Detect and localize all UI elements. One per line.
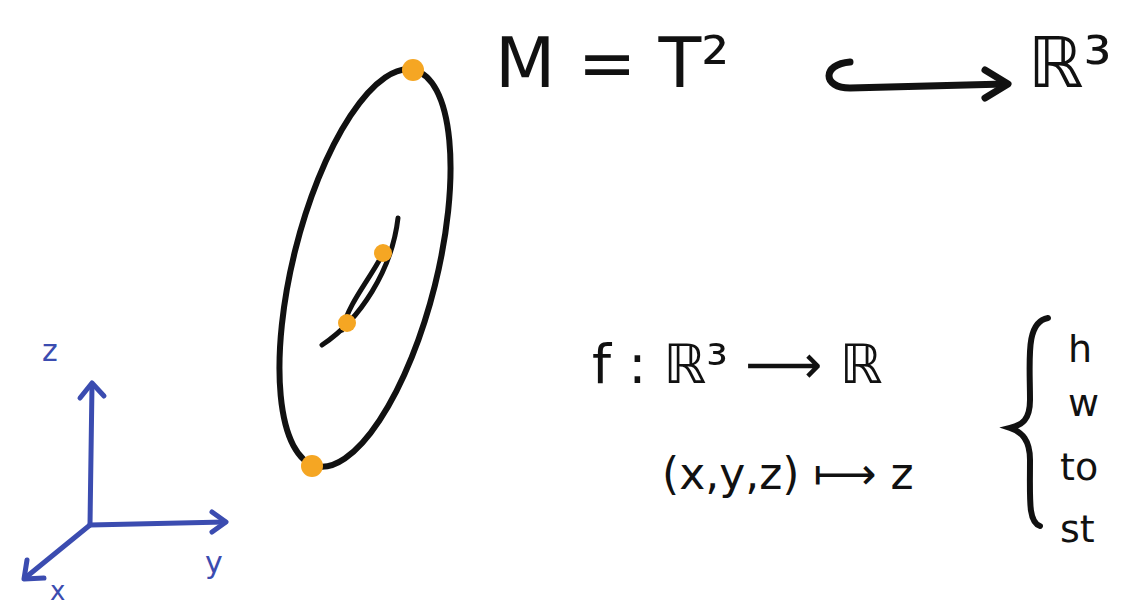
critical-point — [301, 455, 323, 477]
x-axis — [25, 525, 90, 578]
torus-hole-upper — [322, 218, 398, 345]
space-definition: M = T² — [495, 28, 729, 98]
note-fragment: st — [1060, 510, 1095, 548]
note-fragment: h — [1068, 330, 1092, 368]
y-axis-head — [212, 512, 226, 532]
function-rule: (x,y,z) ⟼ z — [662, 452, 914, 496]
z-axis-head — [80, 383, 104, 398]
axis-label: z — [42, 336, 58, 366]
target-space: ℝ³ — [1028, 28, 1112, 98]
critical-point — [374, 244, 392, 262]
axis-label: y — [205, 548, 223, 578]
z-axis — [90, 385, 92, 525]
y-axis — [90, 522, 225, 525]
hook-arrow — [829, 62, 1005, 88]
critical-point — [338, 314, 356, 332]
axis-label: x — [50, 578, 65, 604]
function-definition: f : ℝ³ ⟶ ℝ — [592, 338, 882, 392]
x-axis-head — [24, 560, 44, 579]
critical-point — [402, 59, 424, 81]
note-fragment: w — [1068, 384, 1099, 422]
torus-outline — [246, 53, 484, 484]
arrow-head — [985, 70, 1008, 98]
brace — [1010, 318, 1048, 526]
axes — [24, 383, 226, 579]
note-fragment: to — [1060, 448, 1098, 486]
